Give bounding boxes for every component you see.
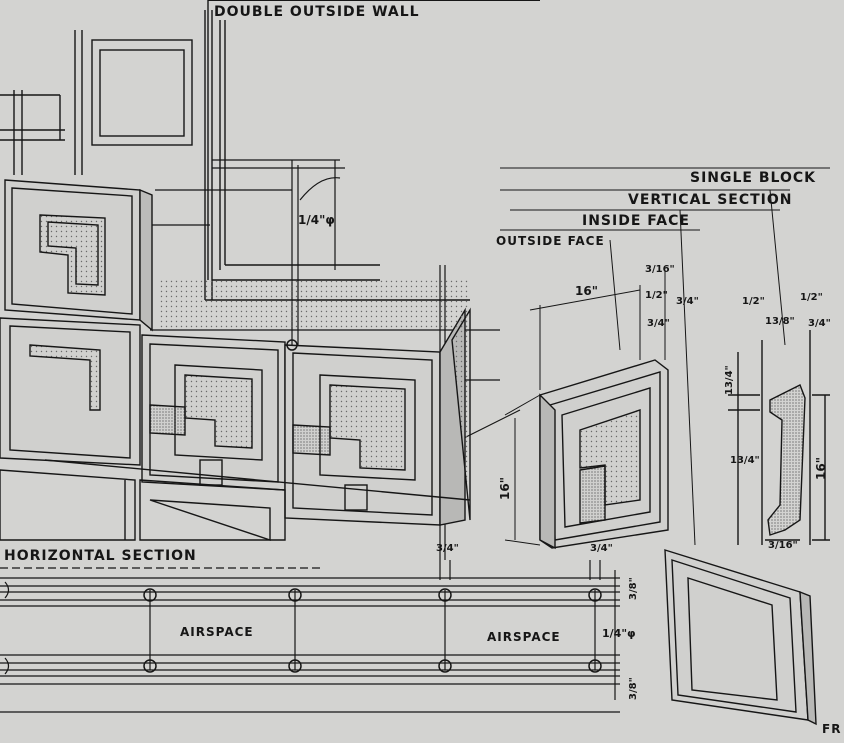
block-left-mid bbox=[0, 317, 141, 466]
dim-three-sixteenths: 3/16" bbox=[645, 264, 675, 275]
dim-one-three-quarter-mid: 13/4" bbox=[730, 455, 760, 466]
dim-section-three-quarter: 3/4" bbox=[808, 318, 831, 329]
dim-rod-diameter-top: 1/4"φ bbox=[298, 213, 335, 227]
blocks-lower-row bbox=[0, 459, 471, 541]
dim-section-half-left: 1/2" bbox=[742, 296, 765, 307]
block-left-top bbox=[4, 179, 153, 332]
label-horizontal-section: HORIZONTAL SECTION bbox=[4, 548, 197, 564]
block-bottom-right bbox=[664, 549, 817, 726]
dim-rod-diameter-bottom: 1/4"φ bbox=[602, 627, 636, 640]
single-block-dims bbox=[500, 167, 830, 546]
label-vertical-section: VERTICAL SECTION bbox=[628, 192, 793, 208]
dim-three-quarter-small: 3/4" bbox=[647, 318, 670, 329]
horizontal-section bbox=[0, 560, 620, 713]
dim-horiz-three-eighths-bottom: 3/8" bbox=[628, 677, 639, 700]
dim-horiz-three-quarter-right: 3/4" bbox=[590, 543, 613, 554]
block-center-2 bbox=[284, 307, 471, 526]
dim-block-height-left: 16" bbox=[498, 477, 512, 500]
dim-half: 1/2" bbox=[645, 290, 668, 301]
double-wall-lines bbox=[204, 10, 470, 301]
dim-horiz-three-eighths-top: 3/8" bbox=[628, 577, 639, 600]
horizontal-section-rods bbox=[143, 339, 602, 673]
dim-section-half-right: 1/2" bbox=[800, 292, 823, 303]
dim-horiz-three-quarter-left: 3/4" bbox=[436, 543, 459, 554]
dim-one-three-quarter-top: 13/4" bbox=[724, 365, 735, 395]
dim-section-three-eighths: 13/8" bbox=[765, 316, 795, 327]
label-outside-face: OUTSIDE FACE bbox=[496, 234, 605, 248]
dim-block-width: 16" bbox=[575, 284, 598, 298]
title-double-outside-wall: DOUBLE OUTSIDE WALL bbox=[214, 4, 420, 20]
artist-initials: FR bbox=[822, 722, 842, 736]
block-center-1 bbox=[141, 334, 286, 491]
single-block-iso bbox=[539, 359, 669, 550]
label-single-block: SINGLE BLOCK bbox=[690, 170, 816, 186]
label-inside-face: INSIDE FACE bbox=[582, 213, 690, 229]
upper-wall-blocks bbox=[0, 30, 193, 175]
vertical-section-profile bbox=[728, 330, 830, 545]
label-airspace-right: AIRSPACE bbox=[487, 630, 561, 644]
dim-three-quarter-right: 3/4" bbox=[676, 296, 699, 307]
dim-block-height-section: 16" bbox=[814, 457, 828, 480]
dim-section-bottom: 3/16" bbox=[768, 540, 798, 551]
label-airspace-left: AIRSPACE bbox=[180, 625, 254, 639]
